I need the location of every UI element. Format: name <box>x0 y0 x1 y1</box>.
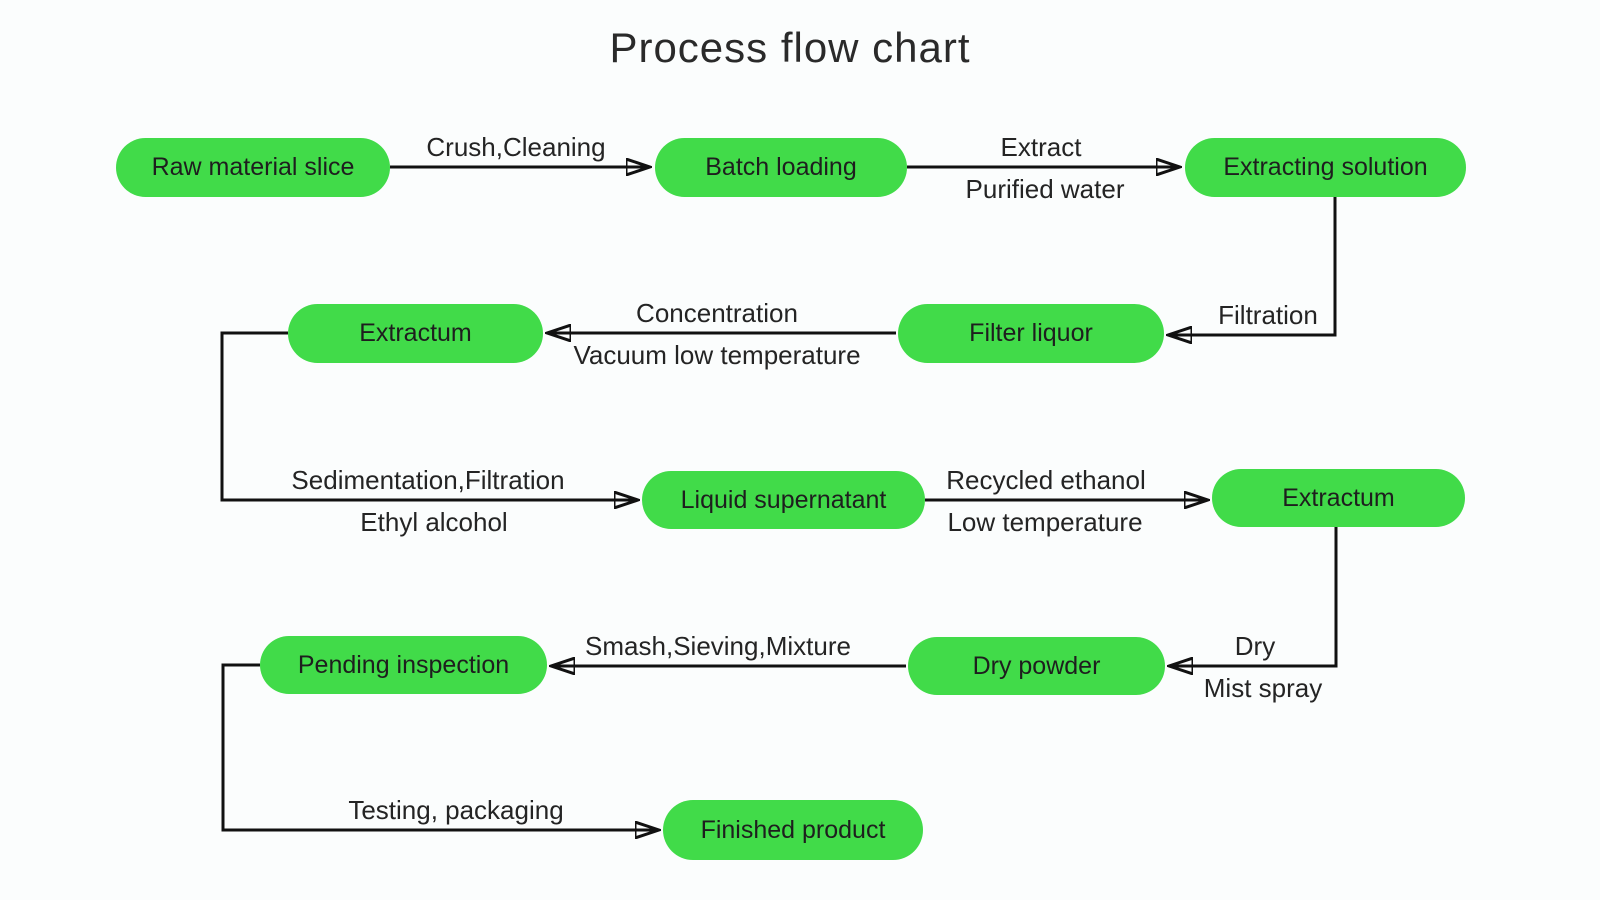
edge-label-concentration: Concentration <box>636 298 798 328</box>
chart-title: Process flow chart <box>609 24 971 71</box>
edge-label-extract: Extract <box>1000 132 1082 162</box>
edge-label-testing-packaging: Testing, packaging <box>348 795 564 825</box>
edge-pending-to-finished <box>221 663 659 830</box>
edge-label-sedimentation-filtration: Sedimentation,Filtration <box>291 465 565 495</box>
node-pending-inspection: Pending inspection <box>260 636 547 694</box>
edge-extractum2-to-drypowder <box>1169 527 1338 666</box>
edge-label-purified-water: Purified water <box>965 174 1125 204</box>
edge-label-filtration: Filtration <box>1218 300 1318 330</box>
edge-label-low-temperature: Low temperature <box>947 507 1143 537</box>
node-dry-powder: Dry powder <box>908 637 1165 695</box>
edge-label-ethyl-alcohol: Ethyl alcohol <box>360 507 508 537</box>
node-extracting-solution: Extracting solution <box>1185 138 1466 197</box>
node-filter-liquor: Filter liquor <box>898 304 1164 363</box>
node-raw-material-slice: Raw material slice <box>116 138 390 197</box>
edge-label-recycled-ethanol: Recycled ethanol <box>946 465 1146 495</box>
edge-label-mist-spray: Mist spray <box>1203 673 1323 703</box>
edge-extracting-to-filter <box>1168 197 1337 335</box>
edge-label-smash-sieving-mixture: Smash,Sieving,Mixture <box>585 631 851 661</box>
node-batch-loading: Batch loading <box>655 138 907 197</box>
node-extractum-1: Extractum <box>288 304 543 363</box>
edge-label-dry: Dry <box>1234 631 1276 661</box>
node-finished-product: Finished product <box>663 800 923 860</box>
node-extractum-2: Extractum <box>1212 469 1465 527</box>
edge-label-vacuum-low-temperature: Vacuum low temperature <box>573 340 861 370</box>
edge-extractum1-to-liquid <box>220 331 638 500</box>
edge-label-crush-cleaning: Crush,Cleaning <box>426 132 606 162</box>
node-liquid-supernatant: Liquid supernatant <box>642 471 925 529</box>
